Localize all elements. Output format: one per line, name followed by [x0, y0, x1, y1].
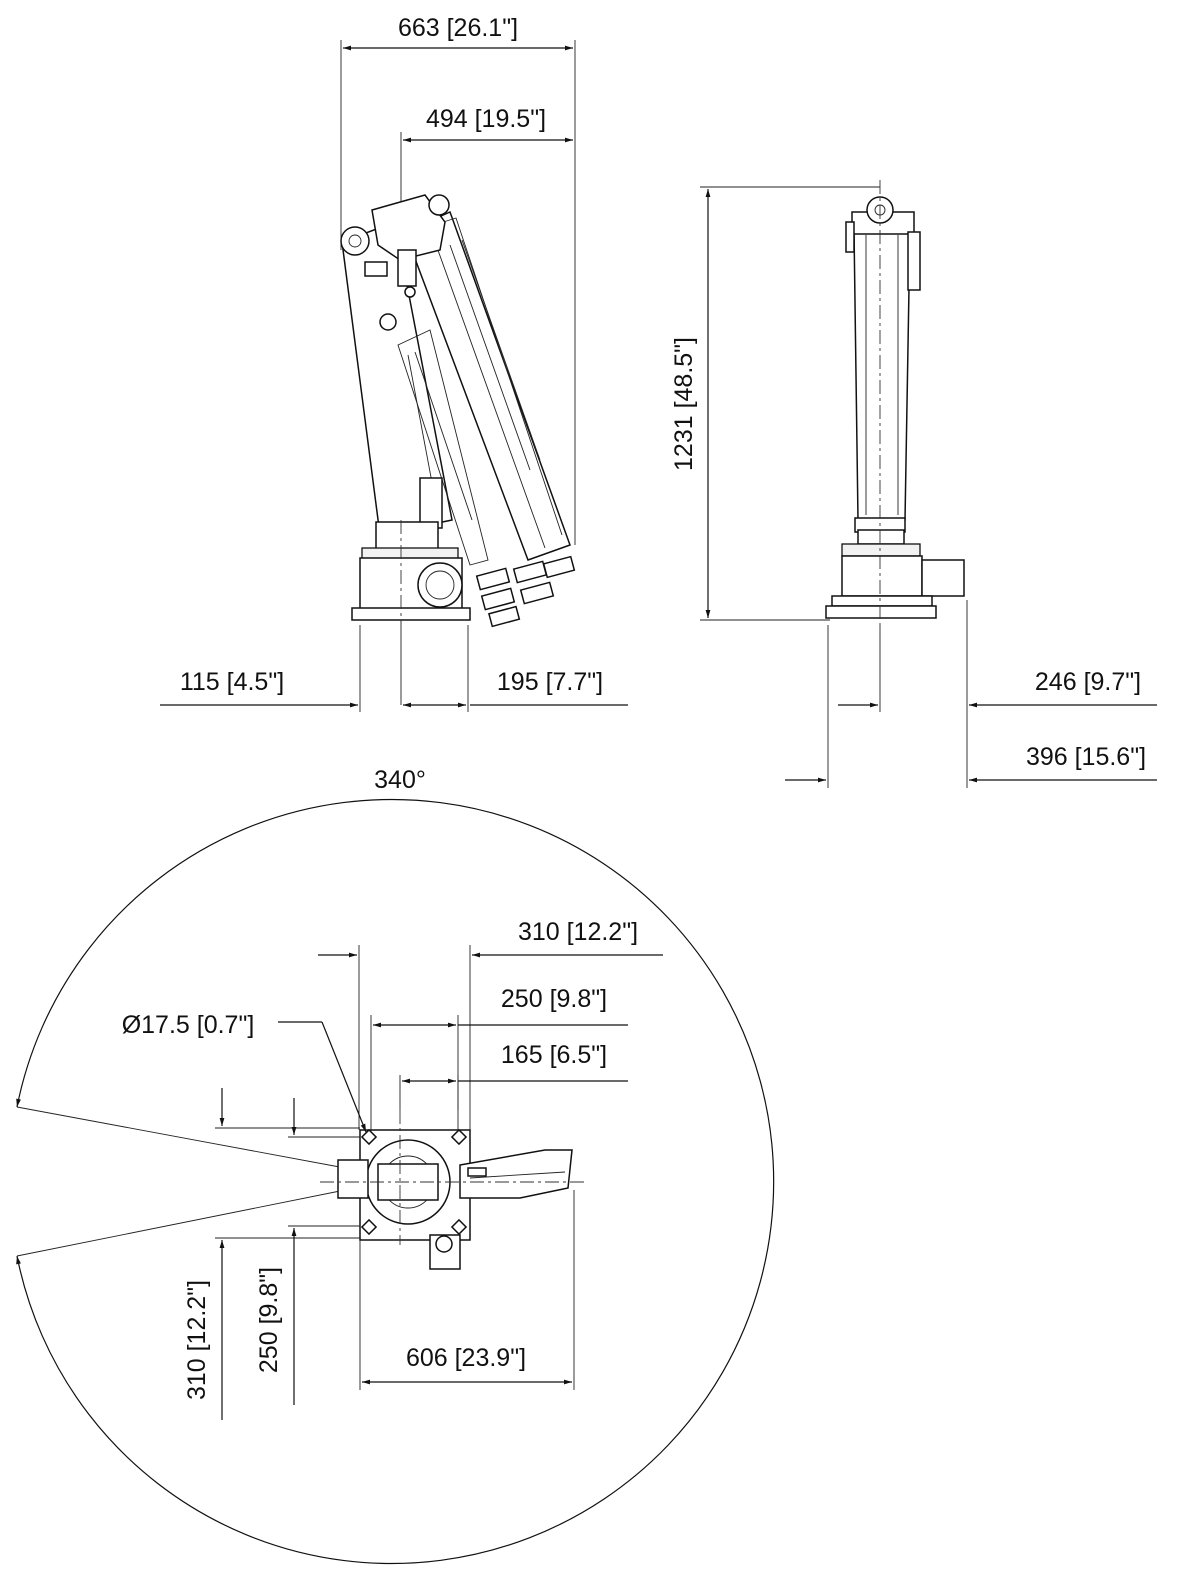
dimension-base: 115 [4.5"] 195 [7.7"] — [160, 625, 628, 712]
dim-base-left-label: 115 [4.5"] — [180, 668, 284, 696]
dim-height-label: 1231 [48.5"] — [670, 337, 698, 471]
dim-base-right-label: 195 [7.7"] — [497, 668, 603, 696]
dim-width-label: 396 [15.6"] — [1026, 743, 1146, 771]
crane-side-drawing — [340, 194, 576, 628]
dim-offset-label: 246 [9.7"] — [1035, 668, 1141, 696]
top-view: 340° 31 — [16, 766, 775, 1565]
dim-hole-diameter-label: Ø17.5 [0.7"] — [122, 1011, 255, 1039]
dim-reach-label: 606 [23.9"] — [406, 1344, 526, 1372]
dimension-center-offset: 165 [6.5"] — [399, 1041, 628, 1110]
slewing-range-arc — [16, 798, 775, 1565]
crane-top-drawing — [320, 1110, 588, 1270]
rotation-angle-label: 340° — [374, 766, 426, 794]
crane-front-drawing — [825, 180, 965, 625]
front-view: 1231 [48.5"] — [670, 180, 1157, 788]
dim-total-width-label: 663 [26.1"] — [398, 14, 518, 42]
dimension-plate-height: 310 [12.2"] — [183, 1088, 360, 1420]
dimension-offset-width: 246 [9.7"] 396 [15.6"] — [785, 600, 1157, 788]
dimension-bolt-spacing: 250 [9.8"] — [370, 985, 628, 1132]
dim-boom-width-label: 494 [19.5"] — [426, 105, 546, 133]
dimension-height: 1231 [48.5"] — [670, 186, 880, 621]
dimension-bolt-spacing-vertical: 250 [9.8"] — [255, 1098, 360, 1405]
dim-bolt-spacing-label: 250 [9.8"] — [501, 985, 607, 1013]
dimension-reach: 606 [23.9"] — [359, 1190, 575, 1390]
dim-bolt-spacing-vertical-label: 250 [9.8"] — [255, 1267, 283, 1373]
dim-center-offset-label: 165 [6.5"] — [501, 1041, 607, 1069]
dimension-total-width: 663 [26.1"] — [340, 14, 576, 545]
side-view: 663 [26.1"] 494 [19.5"] — [160, 14, 628, 712]
dimension-hole-diameter: Ø17.5 [0.7"] — [122, 1011, 367, 1133]
dim-plate-width-label: 310 [12.2"] — [518, 918, 638, 946]
dim-plate-height-label: 310 [12.2"] — [183, 1280, 211, 1400]
dimension-plate-width: 310 [12.2"] — [318, 918, 663, 1130]
